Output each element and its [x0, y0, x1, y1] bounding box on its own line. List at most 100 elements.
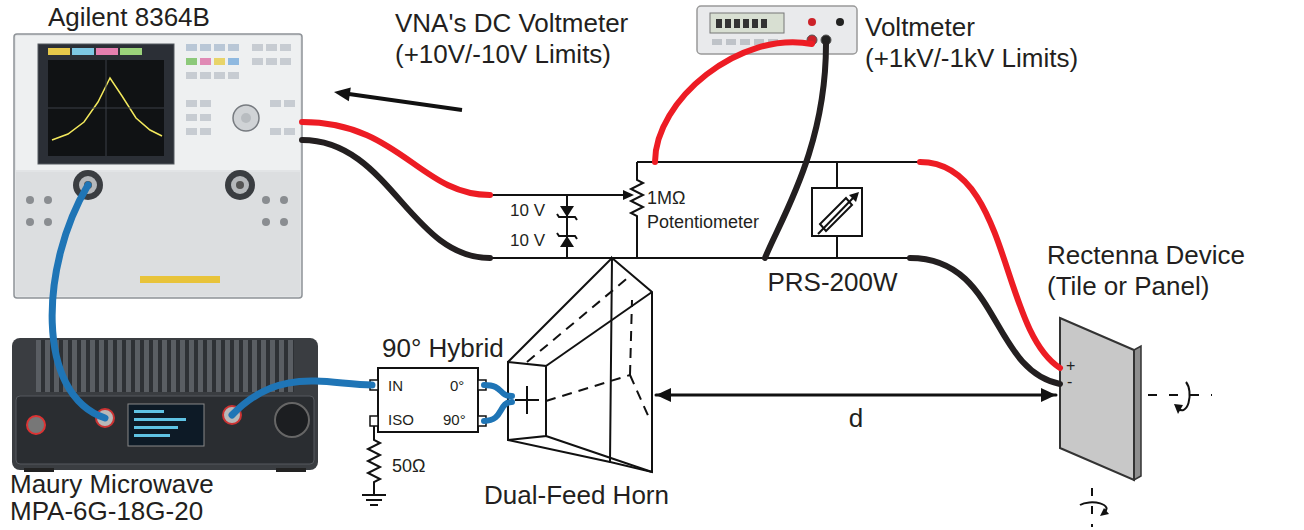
hybrid-coupler — [368, 426, 380, 495]
hybrid-coupler — [378, 368, 478, 432]
hybrid-coupler — [366, 499, 382, 501]
rectenna-panel — [1060, 318, 1141, 480]
connector-line — [765, 44, 826, 258]
horn-antenna — [527, 276, 630, 362]
instrument-label: Maury Microwave MPA-6G-18G-20 — [10, 471, 225, 525]
polarity-mark: + — [1066, 356, 1075, 375]
vna-instrument — [96, 48, 118, 55]
connector-line — [484, 385, 512, 396]
connector — [484, 385, 512, 396]
leader-arrow — [334, 87, 462, 110]
connector-line — [656, 394, 1056, 397]
rotation-axis — [1100, 508, 1109, 516]
rotation-axis — [1091, 488, 1093, 527]
horn-antenna — [630, 375, 650, 420]
vna-instrument — [280, 196, 288, 204]
vna-instrument — [120, 48, 142, 55]
vna-instrument — [186, 128, 197, 135]
vna-instrument — [225, 170, 255, 200]
zener-label: 10 V — [510, 201, 545, 221]
vna-instrument — [280, 44, 291, 51]
connector-line — [232, 381, 372, 415]
horn-antenna — [630, 300, 632, 375]
voltmeter-instrument — [808, 18, 816, 26]
connector — [656, 388, 1056, 402]
amplifier-instrument — [36, 340, 294, 392]
device-node: Rectenna Device (Tile or Panel)+- — [1045, 238, 1297, 488]
measurement-circuit — [836, 236, 838, 258]
vna-instrument — [228, 58, 239, 65]
measurement-circuit — [812, 188, 862, 236]
vna-instrument — [44, 196, 52, 204]
connector — [232, 381, 372, 415]
vna-instrument — [200, 114, 211, 121]
horn-antenna — [508, 440, 610, 462]
vna-instrument — [26, 196, 34, 204]
horn-antenna — [610, 258, 652, 472]
vna-instrument — [38, 44, 174, 164]
rotation-axis — [1174, 404, 1183, 414]
voltmeter-instrument — [761, 19, 767, 28]
vna-instrument — [280, 218, 288, 226]
amplifier-instrument — [134, 426, 178, 429]
vna-instrument — [200, 58, 211, 65]
vna-instrument — [262, 218, 270, 226]
voltmeter-instrument — [710, 13, 784, 33]
connector — [484, 402, 512, 421]
resistor-node: PRS-200W — [755, 183, 910, 300]
vna-instrument — [262, 196, 270, 204]
voltmeter-instrument — [725, 19, 731, 28]
vna-instrument — [106, 60, 107, 156]
vna-instrument — [48, 60, 164, 156]
measurement-circuit — [849, 192, 859, 202]
device-label: Rectenna Device (Tile or Panel) — [1047, 240, 1259, 302]
vna-instrument — [200, 100, 211, 107]
part-label: PRS-200W — [760, 267, 905, 298]
vna-instrument — [284, 128, 295, 135]
horn-antenna — [515, 399, 539, 401]
vna-instrument — [233, 105, 259, 131]
vna-instrument — [214, 72, 225, 79]
voltmeter-instrument — [726, 39, 736, 45]
vna-instrument — [186, 114, 197, 121]
vna-instrument — [236, 181, 244, 189]
vna-instrument — [214, 58, 225, 65]
voltmeter-instrument — [740, 39, 750, 45]
vna-instrument — [252, 44, 263, 51]
amplifier-instrument — [27, 416, 45, 434]
vna-instrument — [270, 100, 281, 107]
vna-instrument — [186, 100, 197, 107]
vna-instrument — [266, 58, 277, 65]
voltmeter-instrument — [734, 19, 740, 28]
measurement-circuit — [631, 162, 643, 258]
vna-instrument — [52, 78, 162, 140]
vna-instrument — [72, 48, 94, 55]
connector-line — [302, 122, 490, 195]
voltmeter-instrument — [743, 19, 749, 28]
zener-label: 10 V — [510, 231, 545, 251]
measurement-circuit — [560, 206, 574, 217]
port-label: ISO — [388, 411, 414, 429]
measurement-circuit — [836, 162, 838, 188]
amplifier-instrument — [134, 418, 186, 421]
instrument-node: Agilent 8364B — [10, 0, 310, 300]
connector — [910, 162, 1060, 384]
amplifier-instrument — [16, 396, 314, 464]
vna-instrument — [44, 218, 52, 226]
vna-instrument — [200, 72, 211, 79]
vna-instrument — [266, 44, 277, 51]
vna-instrument — [16, 36, 300, 170]
measurement-circuit — [818, 197, 854, 234]
connector-line — [52, 185, 105, 418]
port-label: IN — [388, 377, 403, 395]
instrument-label: Agilent 8364B — [48, 2, 210, 33]
connector-line — [302, 140, 490, 258]
rotation-axis — [1080, 502, 1107, 512]
vna-instrument — [200, 44, 211, 51]
arrowhead — [1041, 388, 1056, 402]
amplifier-instrument — [128, 404, 204, 446]
voltmeter-instrument — [712, 39, 722, 45]
amplifier-instrument — [134, 410, 164, 413]
voltmeter-instrument — [752, 19, 758, 28]
